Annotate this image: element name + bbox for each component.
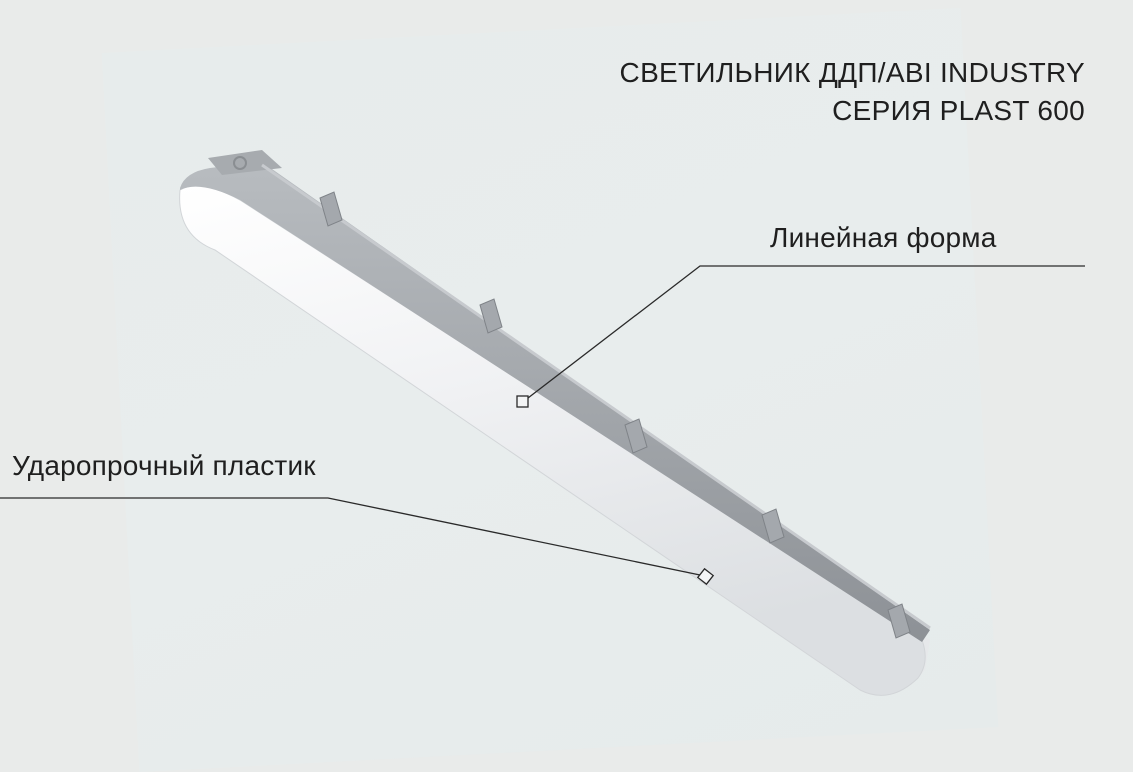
product-title-line2: СЕРИЯ PLAST 600 xyxy=(832,95,1085,126)
callout-label-impact-plastic: Ударопрочный пластик xyxy=(12,450,316,481)
lamp-housing-rail xyxy=(180,150,931,642)
product-title-line1: СВЕТИЛЬНИК ДДП/ABI INDUSTRY xyxy=(619,57,1085,88)
callout-label-linear-form: Линейная форма xyxy=(770,222,997,253)
lamp-diffuser xyxy=(179,185,930,696)
mounting-clips xyxy=(319,191,911,639)
product-title: СВЕТИЛЬНИК ДДП/ABI INDUSTRY СЕРИЯ PLAST … xyxy=(620,54,1085,130)
callout-linear-form xyxy=(516,265,1085,408)
callout-impact-plastic xyxy=(0,497,715,586)
